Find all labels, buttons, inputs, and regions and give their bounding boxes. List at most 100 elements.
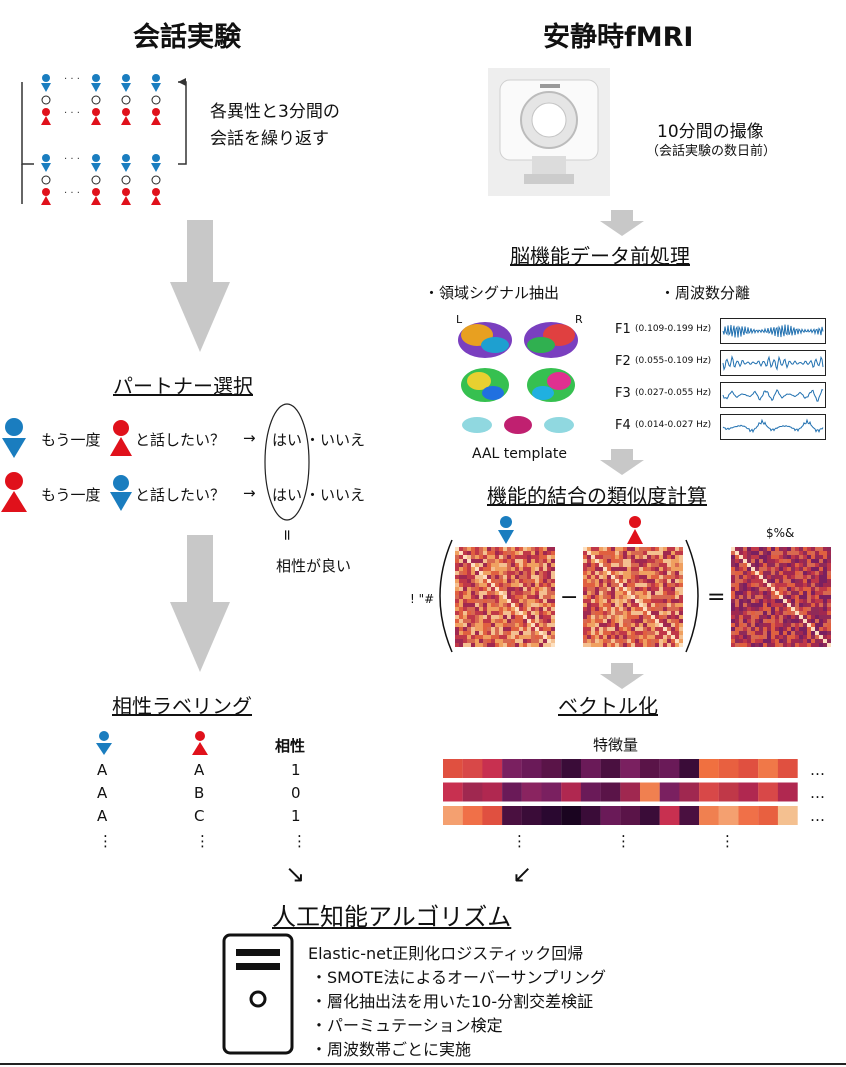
- connectivity-matrix-2: [583, 547, 683, 647]
- repeat-text-line1: 各異性と3分間の: [210, 102, 340, 122]
- table-cell: 0: [291, 784, 301, 802]
- method-item: ・SMOTE法によるオーバーサンプリング: [311, 968, 606, 987]
- method-item: ・層化抽出法を用いた10-分割交差検証: [311, 992, 594, 1011]
- band-name: F1: [615, 322, 631, 337]
- flow-arrow-right-2: [600, 449, 644, 475]
- blue-person-icon: [122, 154, 130, 162]
- connectivity-matrix-1: [455, 547, 555, 647]
- yes-ellipse: [264, 403, 310, 521]
- right-title: 安静時fMRI: [543, 22, 694, 53]
- band-range: (0.109-0.199 Hz): [635, 324, 712, 334]
- labeling-section-title: 相性ラベリング: [112, 694, 252, 718]
- blue-person-icon: [42, 154, 50, 162]
- scan-duration-text: 10分間の撮像: [657, 122, 764, 142]
- garbled-label-top: $%&: [766, 526, 795, 540]
- blue-person-icon: [151, 83, 161, 92]
- flow-arrow-left-2: [170, 535, 230, 672]
- band-name: F3: [615, 386, 631, 401]
- empty-seat-icon: [41, 175, 51, 185]
- row-ellipsis: …: [810, 784, 825, 802]
- blue-person-icon: [41, 163, 51, 172]
- table-header-compat: 相性: [275, 737, 306, 755]
- blue-person-icon: [96, 731, 112, 755]
- question1-prefix: もう一度: [41, 431, 101, 449]
- features-label: 特徴量: [593, 736, 639, 754]
- partner-section-title: パートナー選択: [113, 374, 253, 398]
- scan-note-text: （会話実験の数日前）: [646, 144, 777, 159]
- band-range: (0.055-0.109 Hz): [635, 356, 712, 366]
- red-person-icon: [152, 108, 160, 116]
- repeat-text-line2: 会話を繰り返す: [210, 129, 329, 149]
- bottom-divider: [0, 1063, 846, 1065]
- empty-seat-icon: [91, 175, 101, 185]
- row-ellipsis: …: [810, 761, 825, 779]
- blue-person-icon: [2, 418, 26, 458]
- no-label-2: ・いいえ: [305, 486, 366, 504]
- row-ellipsis: · · ·: [64, 74, 80, 85]
- merge-arrow-left: ↘: [285, 860, 306, 888]
- blue-person-icon: [41, 83, 51, 92]
- similarity-section-title: 機能的結合の類似度計算: [487, 484, 707, 508]
- red-person-icon: [91, 196, 101, 205]
- connectivity-matrix-diff: [731, 547, 831, 647]
- row-ellipsis: · · ·: [64, 108, 80, 119]
- red-person-icon: [42, 108, 50, 116]
- arrow-symbol-1: →: [243, 429, 256, 447]
- blue-person-icon: [152, 74, 160, 82]
- preprocessing-section-title: 脳機能データ前処理: [510, 244, 690, 268]
- ai-section-title: 人工知能アルゴリズム: [272, 903, 512, 931]
- brain-atlas-image: [458, 322, 578, 434]
- brain-left-marker: L: [456, 313, 463, 326]
- table-ellipsis: ⋮: [98, 832, 113, 850]
- no-label-1: ・いいえ: [305, 431, 366, 449]
- empty-seat-icon: [121, 95, 131, 105]
- question2-suffix: と話したい？: [135, 486, 226, 504]
- empty-seat-icon: [41, 95, 51, 105]
- red-person-icon: [91, 116, 101, 125]
- band-waveform: [720, 382, 826, 408]
- table-cell: C: [194, 807, 205, 825]
- red-person-icon: [41, 196, 51, 205]
- table-cell: A: [194, 761, 205, 779]
- table-cell: A: [97, 761, 108, 779]
- flow-arrow-right-1: [600, 210, 644, 236]
- red-person-icon: [121, 116, 131, 125]
- aal-template-label: AAL template: [472, 446, 567, 462]
- red-person-icon: [152, 188, 160, 196]
- method-item: ・パーミュテーション検定: [311, 1016, 503, 1035]
- flow-arrow-left-1: [170, 220, 230, 352]
- row-ellipsis: · · ·: [64, 154, 80, 165]
- vectorization-section-title: ベクトル化: [558, 694, 658, 718]
- red-person-icon: [627, 516, 643, 544]
- red-person-icon: [151, 196, 161, 205]
- row-ellipsis: · · ·: [64, 188, 80, 199]
- table-cell: B: [194, 784, 205, 802]
- red-person-icon: [41, 116, 51, 125]
- equals-sign: =: [707, 585, 726, 610]
- red-person-icon: [92, 108, 100, 116]
- frequency-separation-label: ・周波数分離: [660, 284, 751, 302]
- equals-sign: =: [278, 528, 297, 542]
- question1-suffix: と話したい？: [135, 431, 226, 449]
- row-ellipsis: …: [810, 807, 825, 825]
- red-person-icon: [42, 188, 50, 196]
- feature-vectors: [443, 759, 798, 825]
- blue-person-icon: [91, 83, 101, 92]
- blue-person-icon: [91, 163, 101, 172]
- garbled-label-left: ! "#: [410, 592, 435, 606]
- merge-arrow-right: ↙: [512, 860, 533, 888]
- empty-seat-icon: [121, 175, 131, 185]
- blue-person-icon: [121, 83, 131, 92]
- blue-person-icon: [121, 163, 131, 172]
- blue-person-icon: [151, 163, 161, 172]
- blue-person-icon: [42, 74, 50, 82]
- blue-person-icon: [498, 516, 514, 544]
- band-name: F4: [615, 418, 631, 433]
- yes-label-2: はい: [272, 486, 303, 504]
- minus-sign: −: [560, 585, 579, 610]
- table-cell: 1: [291, 807, 301, 825]
- red-person-icon: [192, 731, 208, 755]
- empty-seat-icon: [151, 175, 161, 185]
- column-ellipsis: ⋮: [720, 832, 735, 850]
- empty-seat-icon: [151, 95, 161, 105]
